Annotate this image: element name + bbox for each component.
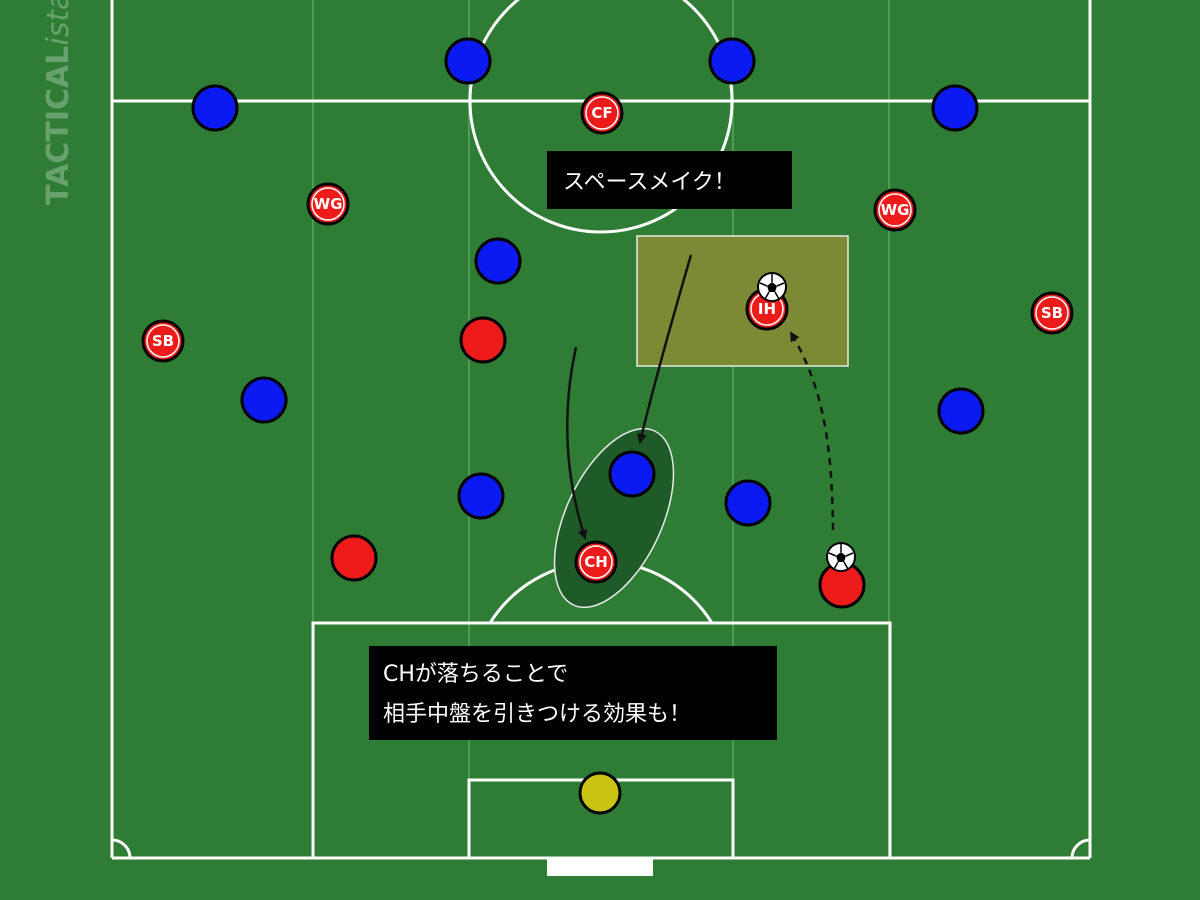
movement-arrows: [566, 254, 835, 540]
player-blue: [444, 37, 492, 85]
player-marker: [444, 37, 492, 85]
player-role-label: IH: [758, 300, 776, 318]
player-role-label: WG: [314, 195, 343, 213]
player-marker: [578, 771, 622, 815]
player-role-label: CH: [584, 553, 608, 571]
player-red-wg: WG: [873, 188, 917, 232]
player-goalkeeper: [578, 771, 622, 815]
player-red-ch: CH: [574, 540, 618, 584]
player-role-label: WG: [881, 201, 910, 219]
player-blue: [191, 84, 239, 132]
callout-space-make: スペースメイク！: [547, 151, 792, 209]
ball-1: [757, 272, 787, 302]
callout-text-line-1: CHが落ちることで: [383, 662, 568, 687]
player-blue: [931, 84, 979, 132]
player-marker: [240, 376, 288, 424]
player-blue: [708, 37, 756, 85]
player-marker: [608, 450, 656, 498]
ball-2: [826, 542, 856, 572]
player-marker: [873, 188, 917, 232]
player-role-label: SB: [1041, 304, 1063, 322]
corner-arc-left: [111, 838, 132, 859]
player-marker-ring: [579, 545, 613, 579]
player-marker: [459, 316, 507, 364]
player-marker-ring: [878, 193, 912, 227]
player-role-label: CF: [591, 104, 612, 122]
player-blue: [608, 450, 656, 498]
player-marker: [306, 182, 350, 226]
player-marker: [330, 534, 378, 582]
player-marker-ring: [311, 187, 345, 221]
player-marker-ring: [146, 324, 180, 358]
player-blue: [240, 376, 288, 424]
player-marker: [457, 472, 505, 520]
space-highlight-zone: [636, 235, 849, 367]
player-marker: [191, 84, 239, 132]
player-marker: [574, 540, 618, 584]
run-arrow-to-ch: [566, 346, 588, 540]
player-marker: [708, 37, 756, 85]
watermark: TACTICALista: [41, 0, 76, 205]
corner-arc-right: [1070, 838, 1091, 859]
player-red-sb: SB: [141, 319, 185, 363]
player-red-wg: WG: [306, 182, 350, 226]
player-marker-ring: [1035, 296, 1069, 330]
callout-ch-drop: CHが落ちることで 相手中盤を引きつける効果も！: [369, 646, 777, 740]
player-red: [330, 534, 378, 582]
player-marker: [937, 387, 985, 435]
player-marker: [474, 237, 522, 285]
callout-text-line-2: 相手中盤を引きつける効果も！: [383, 702, 691, 727]
player-marker: [1030, 291, 1074, 335]
callout-box: [369, 646, 777, 740]
player-marker: [141, 319, 185, 363]
pass-arrow-to-ih: [789, 331, 835, 531]
callout-box: [547, 151, 792, 209]
player-blue: [724, 479, 772, 527]
center-circle: [468, 0, 734, 234]
players-layer: CF WG WG SB SB IH CH: [141, 37, 1074, 815]
player-marker: [931, 84, 979, 132]
player-role-label: SB: [152, 332, 174, 350]
player-marker: [580, 91, 624, 135]
player-red: [459, 316, 507, 364]
goal: [547, 858, 653, 876]
player-marker: [724, 479, 772, 527]
player-marker-ring: [585, 96, 619, 130]
callout-text: スペースメイク！: [563, 170, 736, 195]
run-arrow-to-midfield: [637, 254, 693, 444]
player-blue: [474, 237, 522, 285]
player-blue: [457, 472, 505, 520]
player-red-cf: CF: [580, 91, 624, 135]
player-red-sb: SB: [1030, 291, 1074, 335]
player-blue: [937, 387, 985, 435]
